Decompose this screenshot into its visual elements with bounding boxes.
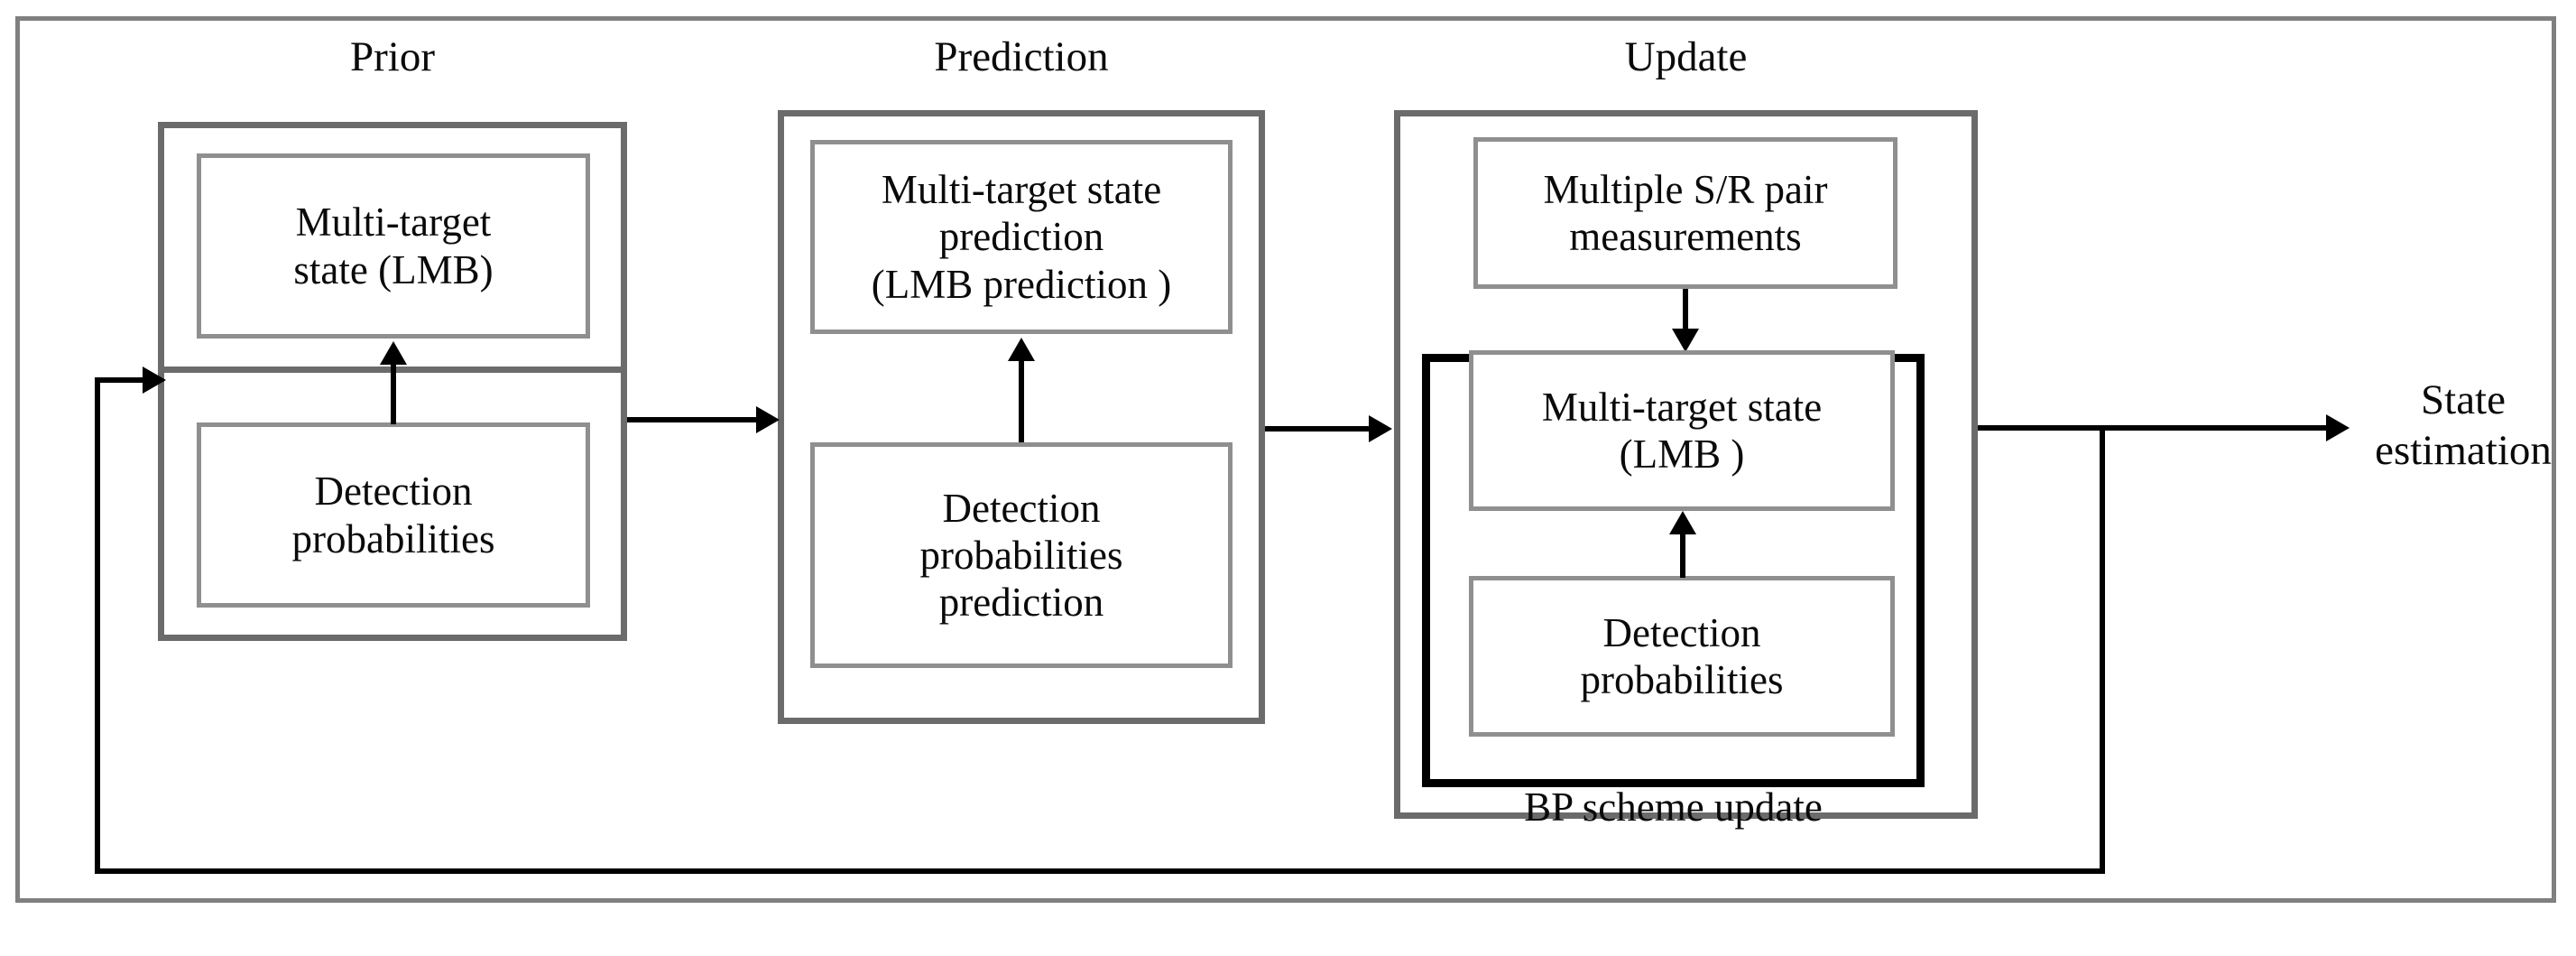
section-title-update: Update: [1624, 33, 1748, 80]
box-prediction-detection: Detection probabilities prediction: [810, 442, 1233, 668]
connector-update-to-output: [1978, 425, 2330, 431]
box-prediction-state: Multi-target state prediction (LMB predi…: [810, 140, 1233, 334]
box-update-measurements: Multiple S/R pair measurements: [1473, 137, 1897, 289]
arrowhead-prior-to-prediction: [756, 406, 780, 433]
connector-prior-to-prediction: [627, 417, 761, 422]
feedback-line-right: [2100, 425, 2105, 871]
output-label-state-estimation: State estimation: [2375, 376, 2552, 475]
arrowhead-prior-detection-to-state: [380, 341, 407, 365]
feedback-line-top: [95, 377, 147, 383]
box-update-state-text: Multi-target state (LMB ): [1541, 384, 1823, 477]
feedback-line-left: [95, 377, 100, 871]
arrowhead-update-detection-to-state: [1669, 511, 1696, 534]
box-update-measurements-text: Multiple S/R pair measurements: [1543, 166, 1828, 259]
section-title-prior: Prior: [350, 33, 435, 80]
connector-prediction-detection-to-state: [1019, 359, 1024, 442]
box-prediction-state-text: Multi-target state prediction (LMB predi…: [871, 167, 1172, 307]
feedback-line-bottom: [95, 868, 2105, 874]
box-update-detection: Detection probabilities: [1469, 576, 1895, 737]
connector-measurements-to-state: [1683, 289, 1688, 330]
arrowhead-feedback-to-prior: [143, 367, 166, 394]
box-prior-detection-text: Detection probabilities: [291, 469, 495, 562]
box-prior-detection: Detection probabilities: [197, 422, 590, 608]
arrowhead-prediction-detection-to-state: [1008, 338, 1035, 361]
box-prior-state-text: Multi-target state (LMB): [293, 200, 494, 292]
box-prediction-detection-text: Detection probabilities prediction: [919, 485, 1123, 626]
box-update-state: Multi-target state (LMB ): [1469, 350, 1895, 511]
connector-update-detection-to-state: [1680, 533, 1685, 578]
box-update-detection-text: Detection probabilities: [1580, 609, 1784, 702]
arrowhead-update-to-output: [2326, 414, 2350, 441]
arrowhead-prediction-to-update: [1369, 415, 1392, 442]
section-title-prediction: Prediction: [934, 33, 1109, 80]
connector-prediction-to-update: [1265, 426, 1371, 432]
box-prior-state: Multi-target state (LMB): [197, 153, 590, 339]
arrowhead-measurements-to-state: [1672, 329, 1699, 352]
bp-scheme-update-label: BP scheme update: [1524, 784, 1823, 830]
connector-prior-detection-to-state: [391, 363, 396, 424]
